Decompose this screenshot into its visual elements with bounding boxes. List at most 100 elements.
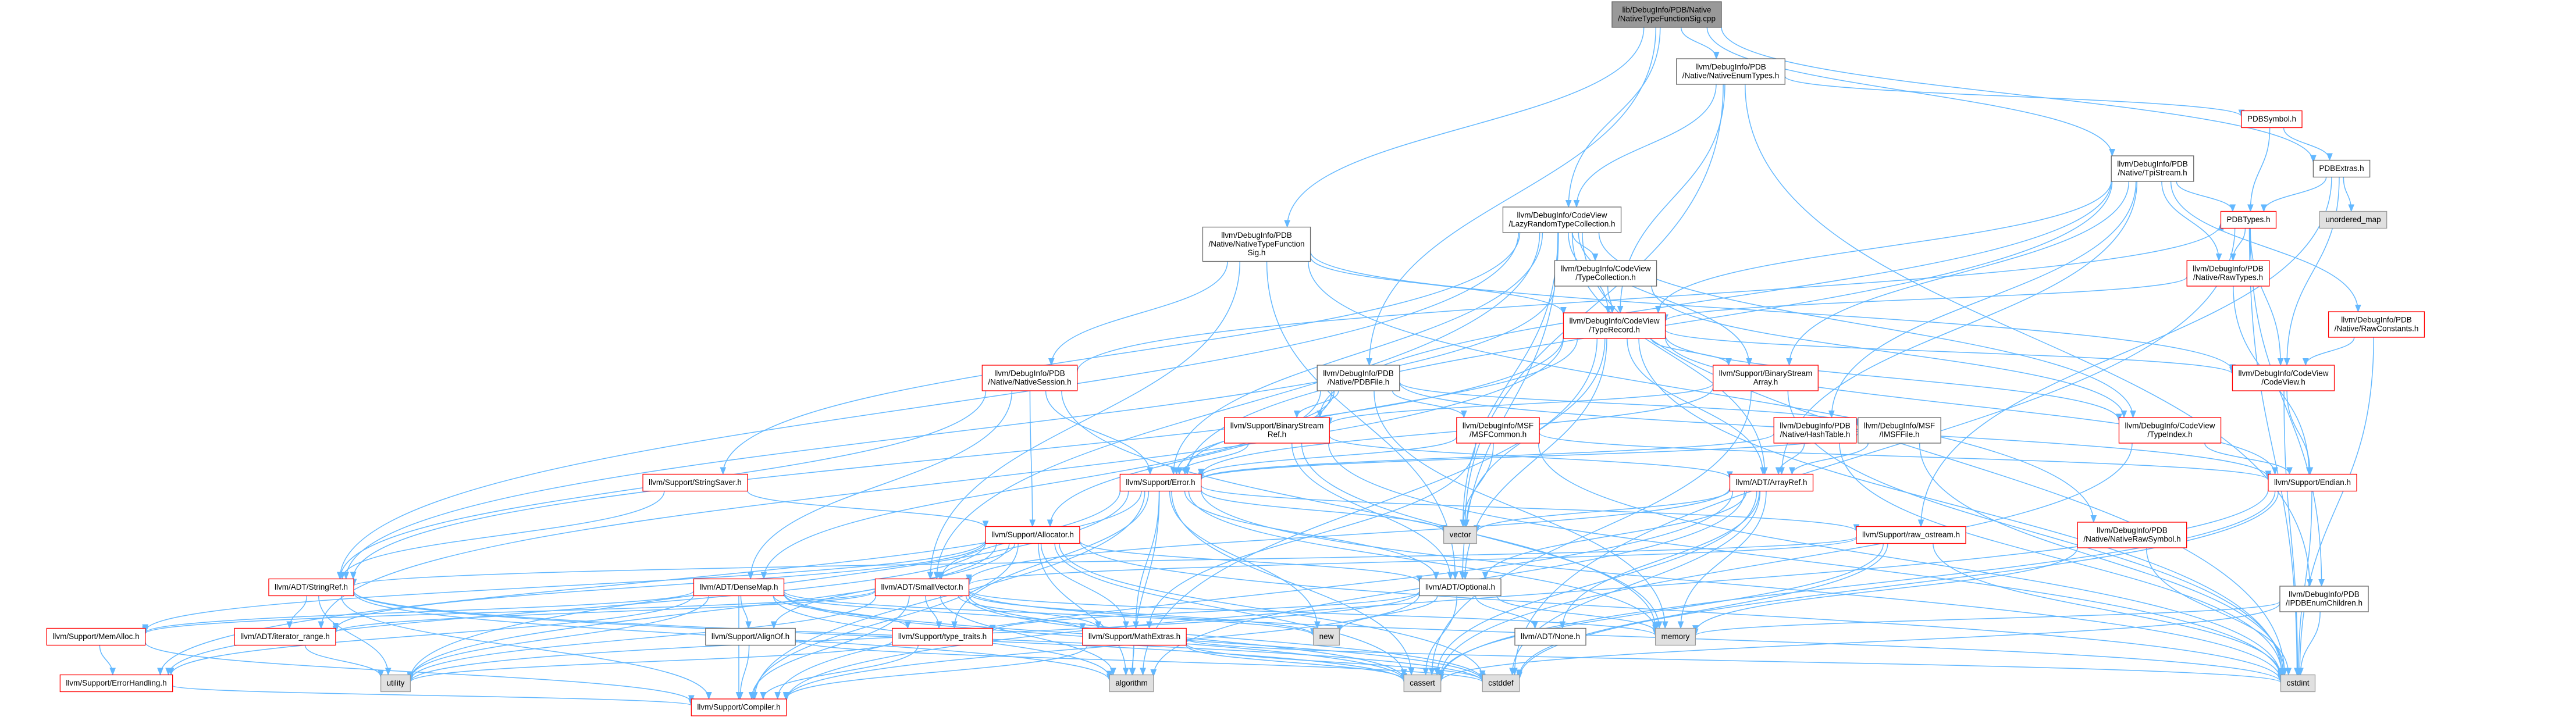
edge-typecollection-to-typeindex: [1651, 286, 2127, 419]
edge-optional-to-new: [1336, 595, 1438, 633]
edge-root-to-pdbextras: [1721, 27, 2317, 163]
edge-lazyrandom-to-binarystreamarray: [1578, 232, 1753, 366]
edge-binarystreamref-to-cstdint: [1328, 443, 2284, 680]
node-label: llvm/ADT/ArrayRef.h: [1735, 478, 1807, 487]
dependency-edges: [99, 27, 2374, 707]
node-pdbfile[interactable]: llvm/DebugInfo/PDB/Native/PDBFile.h: [1317, 365, 1400, 391]
node-rawconstants[interactable]: llvm/DebugInfo/PDB/Native/RawConstants.h: [2328, 311, 2425, 338]
node-typetraits[interactable]: llvm/Support/type_traits.h: [892, 627, 993, 646]
node-typeindex[interactable]: llvm/DebugInfo/CodeView/TypeIndex.h: [2118, 417, 2222, 444]
node-stringsaver[interactable]: llvm/Support/StringSaver.h: [642, 473, 748, 492]
node-typecollection[interactable]: llvm/DebugInfo/CodeView/TypeCollection.h: [1554, 260, 1657, 287]
edge-pdbfile-to-msfcommon: [1392, 390, 1467, 419]
node-none[interactable]: llvm/ADT/None.h: [1514, 627, 1586, 646]
node-arrayref[interactable]: llvm/ADT/ArrayRef.h: [1729, 473, 1814, 492]
edge-smallvector-to-iteratorrange: [332, 590, 876, 634]
node-unordered_map: unordered_map: [2319, 211, 2388, 229]
node-pdbtypes[interactable]: PDBTypes.h: [2220, 211, 2277, 229]
edge-densemap-to-mathextras: [783, 593, 1086, 632]
edge-rawtypes-to-typerecord: [1662, 276, 2187, 322]
edge-codeview-to-cstdint: [2283, 390, 2301, 676]
edge-stringsaver-to-stringref: [339, 491, 665, 580]
edge-pdbtypes-to-cstddef: [1511, 228, 2236, 676]
node-hashtable[interactable]: llvm/DebugInfo/PDB/Native/HashTable.h: [1773, 417, 1857, 444]
edge-allocator-to-compiler: [750, 543, 1019, 700]
node-enumtypes[interactable]: llvm/DebugInfo/PDB/Native/NativeEnumType…: [1676, 58, 1785, 85]
edge-rawostream-to-stringref: [351, 536, 1857, 587]
edge-optional-to-none: [1475, 595, 1538, 629]
edge-binarystreamref-to-optional: [1291, 443, 1454, 580]
node-optional[interactable]: llvm/ADT/Optional.h: [1419, 578, 1502, 597]
edge-smallvector-to-mathextras: [958, 595, 1102, 629]
node-rawtypes[interactable]: llvm/DebugInfo/PDB/Native/RawTypes.h: [2186, 260, 2270, 287]
node-label: llvm/DebugInfo/CodeView: [2238, 369, 2328, 378]
node-stringref[interactable]: llvm/ADT/StringRef.h: [268, 578, 354, 597]
edge-allocator-to-memalloc: [142, 540, 986, 633]
node-label: Sig.h: [1248, 248, 1266, 257]
node-label: llvm/DebugInfo/CodeView: [2125, 422, 2215, 430]
node-enumchildren[interactable]: llvm/DebugInfo/PDB/IPDBEnumChildren.h: [2279, 586, 2369, 612]
edge-tpistream-to-pdbtypes: [2176, 181, 2236, 212]
node-label: llvm/Support/raw_ostream.h: [1862, 530, 1960, 539]
node-compiler[interactable]: llvm/Support/Compiler.h: [691, 698, 787, 716]
node-densemap[interactable]: llvm/ADT/DenseMap.h: [693, 578, 785, 597]
edge-mathextras-to-algorithm: [1129, 645, 1136, 676]
edge-rawostream-to-cstddef: [1516, 543, 1888, 677]
node-label: llvm/Support/BinaryStream: [1230, 422, 1324, 430]
node-msfcommon[interactable]: llvm/DebugInfo/MSF/MSFCommon.h: [1456, 417, 1540, 444]
edge-allocator-to-errorhandling: [165, 543, 986, 676]
node-memalloc[interactable]: llvm/Support/MemAlloc.h: [46, 627, 146, 646]
edge-msfcommon-to-cstdint: [1538, 443, 2284, 679]
edge-smallvector-to-utility: [407, 595, 877, 682]
edge-pdbextras-to-pdbtypes: [2261, 177, 2327, 212]
node-endian[interactable]: llvm/Support/Endian.h: [2268, 473, 2357, 492]
node-label: /NativeTypeFunctionSig.cpp: [1618, 15, 1716, 23]
node-alignof[interactable]: llvm/Support/AlignOf.h: [705, 627, 796, 646]
edge-smallvector-to-algorithm: [940, 595, 1116, 676]
node-label: unordered_map: [2325, 215, 2381, 224]
node-label: PDBExtras.h: [2319, 164, 2364, 173]
edge-stringref-to-cassert: [353, 591, 1407, 683]
node-typerecord[interactable]: llvm/DebugInfo/CodeView/TypeRecord.h: [1563, 312, 1666, 339]
edge-typerecord-to-arrayref: [1627, 338, 1766, 475]
node-label: lib/DebugInfo/PDB/Native: [1622, 6, 1711, 15]
node-root[interactable]: lib/DebugInfo/PDB/Native/NativeTypeFunct…: [1611, 1, 1722, 28]
node-mathextras[interactable]: llvm/Support/MathExtras.h: [1082, 627, 1187, 646]
edge-rawostream-to-cassert: [1438, 543, 1884, 679]
edge-enumtypes-to-pdbsymbol: [1784, 76, 2245, 117]
edge-iteratorrange-to-utility: [304, 645, 384, 678]
edge-typerecord-to-typeindex: [1664, 335, 2122, 422]
node-pdbextras[interactable]: PDBExtras.h: [2312, 159, 2371, 178]
node-pdbsymbol[interactable]: PDBSymbol.h: [2241, 110, 2303, 129]
node-imsffile[interactable]: llvm/DebugInfo/MSF/IMSFFile.h: [1858, 417, 1941, 444]
node-smallvector[interactable]: llvm/ADT/SmallVector.h: [874, 578, 970, 597]
node-label: llvm/Support/MemAlloc.h: [52, 632, 139, 641]
node-codeview[interactable]: llvm/DebugInfo/CodeView/CodeView.h: [2232, 365, 2335, 391]
edge-arrayref-to-none: [1559, 491, 1760, 629]
node-lazyrandom[interactable]: llvm/DebugInfo/CodeView/LazyRandomTypeCo…: [1502, 206, 1622, 233]
edge-funcsig-to-codeview: [1310, 251, 2236, 372]
edge-optional-to-memory: [1496, 595, 1659, 633]
node-label: /MSFCommon.h: [1470, 430, 1527, 439]
node-rawsymbol[interactable]: llvm/DebugInfo/PDB/Native/NativeRawSymbo…: [2077, 522, 2187, 548]
node-error[interactable]: llvm/Support/Error.h: [1119, 473, 1202, 492]
edge-root-to-pdbfile: [1366, 27, 1657, 366]
node-label: llvm/DebugInfo/PDB: [994, 369, 1065, 378]
edge-enumchildren-to-cassert: [1438, 602, 2280, 683]
node-allocator[interactable]: llvm/Support/Allocator.h: [985, 526, 1080, 544]
node-iteratorrange[interactable]: llvm/ADT/iterator_range.h: [234, 627, 336, 646]
edge-lazyrandom-to-typecollection: [1572, 232, 1599, 262]
node-tpistream[interactable]: llvm/DebugInfo/PDB/Native/TpiStream.h: [2111, 155, 2194, 182]
edge-densemap-to-memalloc: [142, 590, 695, 634]
node-label: llvm/DebugInfo/CodeView: [1560, 265, 1650, 273]
node-cstdint: cstdint: [2280, 674, 2316, 693]
node-rawostream[interactable]: llvm/Support/raw_ostream.h: [1856, 526, 1966, 544]
node-label: algorithm: [1115, 679, 1148, 687]
node-funcsig[interactable]: llvm/DebugInfo/PDB/Native/NativeTypeFunc…: [1202, 226, 1311, 262]
node-label: utility: [387, 679, 405, 687]
node-errorhandling[interactable]: llvm/Support/ErrorHandling.h: [59, 674, 173, 693]
node-nativesession[interactable]: llvm/DebugInfo/PDB/Native/NativeSession.…: [981, 365, 1078, 391]
